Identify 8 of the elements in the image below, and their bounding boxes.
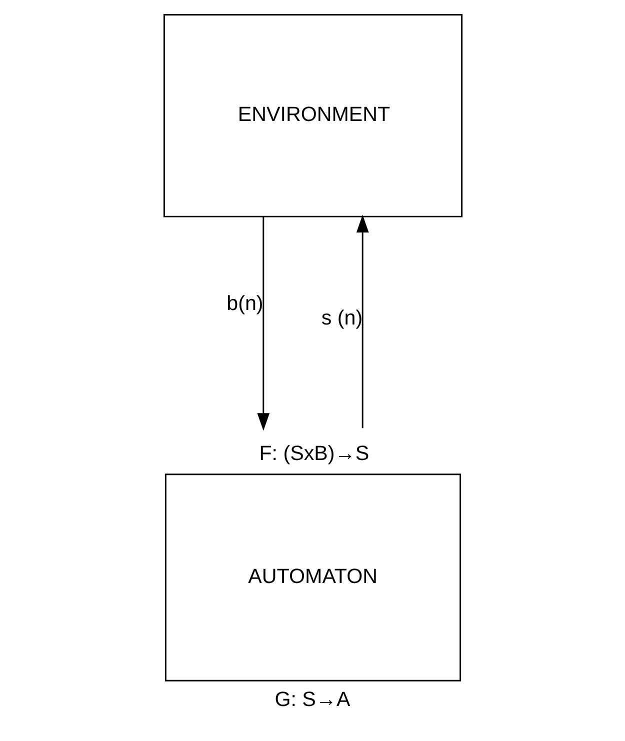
edge-label: s (n) [320,306,362,330]
arrow [256,217,270,431]
node-label: G: S→A [274,688,350,711]
edge-label: b(n) [226,292,263,315]
arrow [356,214,368,428]
node-box: AUTOMATON [164,474,461,682]
node-box: ENVIRONMENT [162,14,462,218]
node-label: F: (SxB)→S [258,442,369,465]
